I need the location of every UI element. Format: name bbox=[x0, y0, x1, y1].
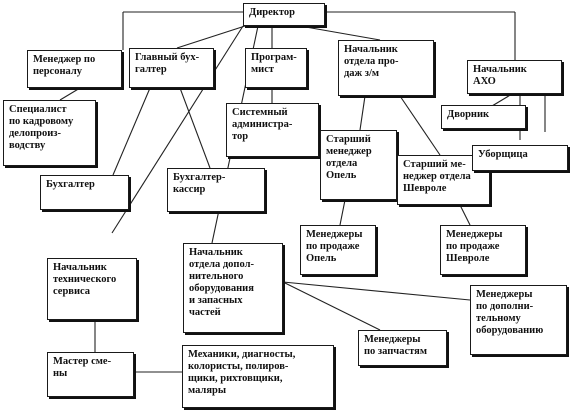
shift-master-box: Мастер сме- ны bbox=[47, 352, 134, 397]
programmer-box: Програм- мист bbox=[245, 48, 307, 88]
equipment-managers-box: Менеджеры по дополни- тельному оборудова… bbox=[470, 285, 567, 355]
aho-head-box: Начальник АХО bbox=[467, 60, 562, 94]
accountant-box: Бухгалтер bbox=[40, 175, 129, 210]
director-box: Директор bbox=[243, 3, 325, 26]
service-head-box: Начальник технического сервиса bbox=[47, 258, 137, 320]
chief-accountant-box: Главный бух- галтер bbox=[129, 48, 214, 88]
cashier-box: Бухгалтер- кассир bbox=[167, 168, 265, 212]
hr-manager-box: Менеджер по персоналу bbox=[27, 50, 122, 88]
janitor-box: Дворник bbox=[441, 105, 526, 129]
hr-specialist-box: Специалист по кадровому делопроиз- водст… bbox=[3, 100, 96, 166]
equipment-head-box: Начальник отдела допол- нительного обору… bbox=[183, 243, 283, 333]
cleaner-box: Уборщица bbox=[472, 145, 568, 171]
senior-opel-box: Старший менеджер отдела Опель bbox=[320, 130, 397, 200]
chevrolet-managers-box: Менеджеры по продаже Шевроле bbox=[440, 225, 526, 275]
sysadmin-box: Системный администра- тор bbox=[226, 103, 319, 157]
opel-managers-box: Менеджеры по продаже Опель bbox=[300, 225, 376, 275]
parts-managers-box: Менеджеры по запчастям bbox=[358, 330, 447, 366]
sales-head-box: Начальник отдела про- даж з/м bbox=[338, 40, 434, 96]
mechanics-box: Механики, диагносты, колористы, полиров-… bbox=[182, 345, 334, 408]
